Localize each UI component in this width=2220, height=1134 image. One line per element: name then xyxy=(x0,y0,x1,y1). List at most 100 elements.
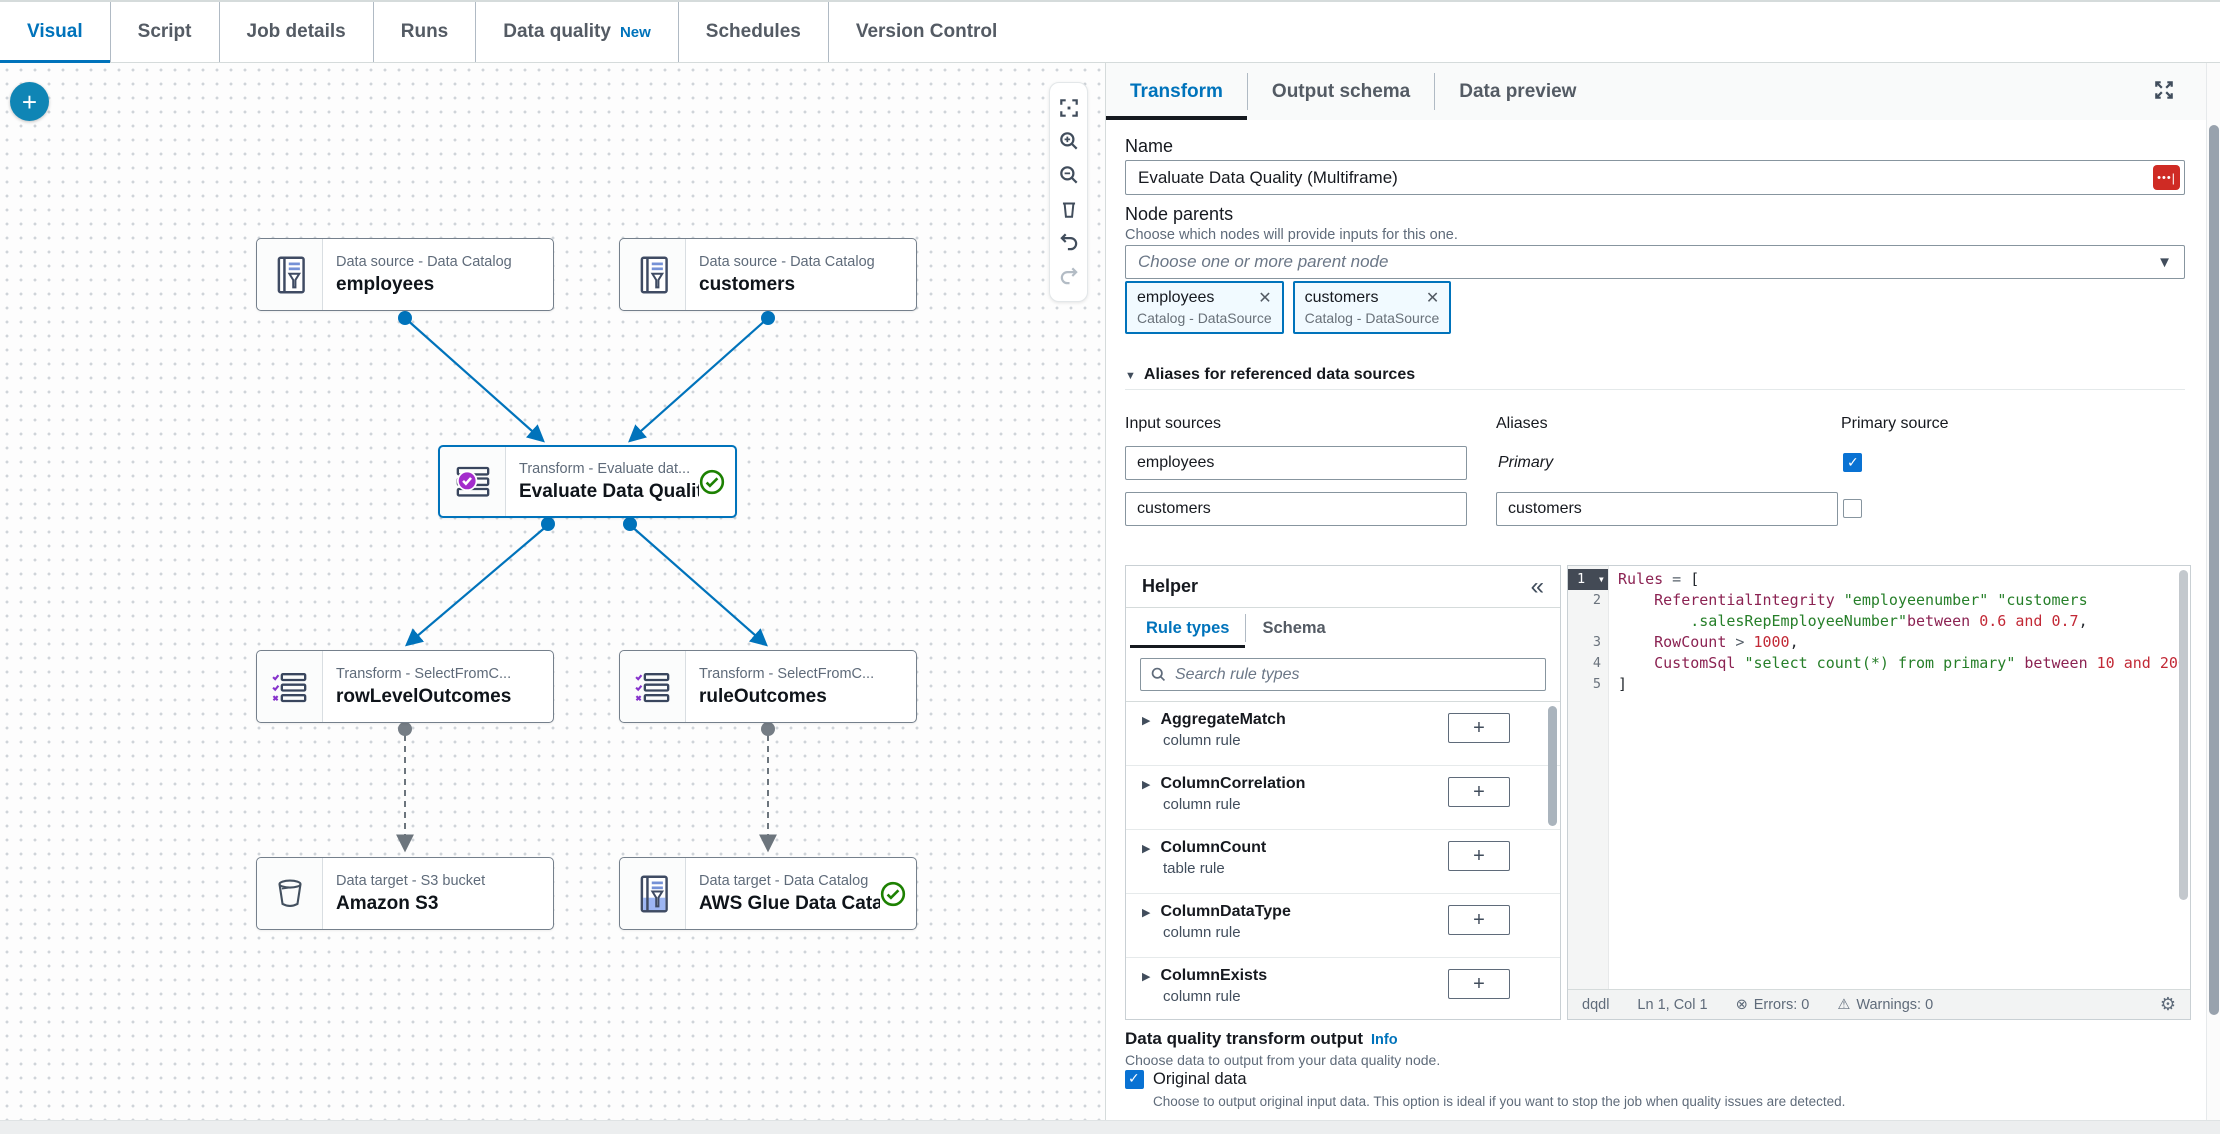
rule-type-item[interactable]: ▶ ColumnCount table rule + xyxy=(1126,830,1560,894)
rule-type-name: AggregateMatch xyxy=(1160,711,1286,728)
horizontal-scrollbar-track[interactable] xyxy=(0,1120,2220,1134)
node-evaluate-data-quality[interactable]: Transform - Evaluate dat... Evaluate Dat… xyxy=(438,445,737,518)
edge-customers-to-evaluate xyxy=(628,317,769,443)
tab-runs[interactable]: Runs xyxy=(374,2,477,62)
search-icon xyxy=(1151,667,1166,682)
info-link[interactable]: Info xyxy=(1371,1032,1398,1048)
panel-tab-output-schema[interactable]: Output schema xyxy=(1248,73,1436,110)
chip-customers[interactable]: customers ✕ Catalog - DataSource xyxy=(1292,281,1452,334)
panel-scrollbar[interactable] xyxy=(2206,63,2220,1120)
input-source-field[interactable] xyxy=(1125,492,1467,526)
parent-node-chips: employees ✕ Catalog - DataSource custome… xyxy=(1125,281,1452,334)
errors-count-label: Errors: 0 xyxy=(1753,996,1810,1013)
connector-dot[interactable] xyxy=(623,517,637,531)
rule-type-expander[interactable]: ▶ AggregateMatch xyxy=(1142,711,1544,729)
add-rule-button[interactable]: + xyxy=(1448,969,1510,999)
chip-employees[interactable]: employees ✕ Catalog - DataSource xyxy=(1125,281,1284,334)
parent-node-select[interactable]: Choose one or more parent node ▼ xyxy=(1125,245,2185,279)
original-data-checkbox[interactable] xyxy=(1125,1070,1144,1089)
connector-dot[interactable] xyxy=(761,311,775,325)
node-data-target-glue-catalog[interactable]: Data target - Data Catalog AWS Glue Data… xyxy=(619,857,917,930)
remove-chip-icon[interactable]: ✕ xyxy=(1425,290,1440,307)
primary-source-checkbox[interactable] xyxy=(1843,453,1862,472)
tab-schedules[interactable]: Schedules xyxy=(679,2,829,62)
node-select-ruleoutcomes[interactable]: Transform - SelectFromC... ruleOutcomes xyxy=(619,650,917,723)
line-number: 2 xyxy=(1568,590,1609,611)
node-name-label: customers xyxy=(699,273,796,295)
search-rule-types-input[interactable] xyxy=(1140,658,1546,691)
node-data-source-employees[interactable]: Data source - Data Catalog employees xyxy=(256,238,554,311)
rule-type-kind: column rule xyxy=(1163,732,1241,749)
visual-job-canvas[interactable]: + Data source - Data Catalog employees D… xyxy=(0,63,1105,1120)
helper-tab-schema[interactable]: Schema xyxy=(1262,618,1326,637)
connector-dot[interactable] xyxy=(398,311,412,325)
zoom-in-icon[interactable] xyxy=(1058,130,1080,152)
rule-list-scrollbar[interactable] xyxy=(1548,706,1557,826)
triangle-down-icon: ▼ xyxy=(1125,370,1136,382)
node-data-target-s3[interactable]: Data target - S3 bucket Amazon S3 xyxy=(256,857,554,930)
password-manager-icon[interactable]: •••| xyxy=(2153,165,2180,190)
rule-type-item[interactable]: ▶ ColumnCorrelation column rule + xyxy=(1126,766,1560,830)
collapse-helper-icon[interactable]: « xyxy=(1530,572,1544,600)
node-name-label: Evaluate Data Qualit... xyxy=(519,480,699,502)
primary-source-checkbox[interactable] xyxy=(1843,499,1862,518)
connector-dot[interactable] xyxy=(398,722,412,736)
tab-version-control[interactable]: Version Control xyxy=(829,2,1024,62)
zoom-out-icon[interactable] xyxy=(1058,164,1080,186)
cursor-position-label: Ln 1, Col 1 xyxy=(1637,996,1708,1013)
input-source-field[interactable] xyxy=(1125,446,1467,480)
rule-type-expander[interactable]: ▶ ColumnDataType xyxy=(1142,903,1544,921)
rule-type-expander[interactable]: ▶ ColumnCorrelation xyxy=(1142,775,1544,793)
helper-tab-rule-types[interactable]: Rule types xyxy=(1130,614,1247,648)
undo-icon[interactable] xyxy=(1058,231,1080,253)
node-type-label: Transform - SelectFromC... xyxy=(336,665,512,682)
rule-type-item[interactable]: ▶ ColumnDataType column rule + xyxy=(1126,894,1560,958)
panel-tab-data-preview[interactable]: Data preview xyxy=(1459,80,1577,102)
aliases-section-toggle[interactable]: ▼Aliases for referenced data sources xyxy=(1125,366,1416,383)
node-data-source-customers[interactable]: Data source - Data Catalog customers xyxy=(619,238,917,311)
delete-node-icon[interactable] xyxy=(1058,198,1080,220)
redo-icon[interactable] xyxy=(1058,265,1080,287)
helper-tab-bar: Rule types Schema xyxy=(1126,608,1560,648)
add-rule-button[interactable]: + xyxy=(1448,841,1510,871)
editor-settings-gear-icon[interactable]: ⚙ xyxy=(2159,994,2176,1014)
expand-panel-icon[interactable] xyxy=(2152,79,2176,103)
tab-visual[interactable]: Visual xyxy=(0,2,111,63)
alias-field[interactable] xyxy=(1496,492,1838,526)
rule-type-list: ▶ AggregateMatch column rule + ▶ ColumnC… xyxy=(1126,701,1560,1019)
name-label: Name xyxy=(1125,136,1174,156)
edge-evaluate-to-rowlevel xyxy=(404,524,549,647)
success-check-icon xyxy=(699,447,735,516)
connector-dot[interactable] xyxy=(541,517,555,531)
add-rule-button[interactable]: + xyxy=(1448,777,1510,807)
editor-scrollbar[interactable] xyxy=(2179,570,2188,900)
section-divider xyxy=(1125,389,2185,390)
line-code: Rules = [ xyxy=(1618,570,1700,588)
node-name-label: ruleOutcomes xyxy=(699,685,827,707)
add-rule-button[interactable]: + xyxy=(1448,713,1510,743)
rule-type-item[interactable]: ▶ AggregateMatch column rule + xyxy=(1126,702,1560,766)
add-node-button[interactable]: + xyxy=(10,82,49,121)
tab-script[interactable]: Script xyxy=(111,2,220,62)
rule-type-item[interactable]: ▶ ColumnExists column rule + xyxy=(1126,958,1560,1019)
dqdl-rule-editor[interactable]: 1Rules = [2 ReferentialIntegrity "employ… xyxy=(1567,565,2191,1020)
rule-type-expander[interactable]: ▶ ColumnCount xyxy=(1142,839,1544,857)
panel-scrollbar-thumb[interactable] xyxy=(2209,125,2219,1015)
rule-type-expander[interactable]: ▶ ColumnExists xyxy=(1142,967,1544,985)
add-rule-button[interactable]: + xyxy=(1448,905,1510,935)
triangle-right-icon: ▶ xyxy=(1142,778,1151,791)
connector-dot[interactable] xyxy=(761,722,775,736)
tab-job-details[interactable]: Job details xyxy=(220,2,374,62)
editor-line: .salesRepEmployeeNumber"between 0.6 and … xyxy=(1568,611,2176,632)
editor-code-area[interactable]: 1Rules = [2 ReferentialIntegrity "employ… xyxy=(1568,569,2187,695)
remove-chip-icon[interactable]: ✕ xyxy=(1258,290,1272,307)
node-select-rowleveloutcomes[interactable]: Transform - SelectFromC... rowLevelOutco… xyxy=(256,650,554,723)
panel-tab-transform[interactable]: Transform xyxy=(1106,73,1248,120)
name-input[interactable] xyxy=(1125,160,2185,195)
error-icon: ⊗ xyxy=(1735,996,1748,1013)
fit-to-view-icon[interactable] xyxy=(1058,97,1080,119)
